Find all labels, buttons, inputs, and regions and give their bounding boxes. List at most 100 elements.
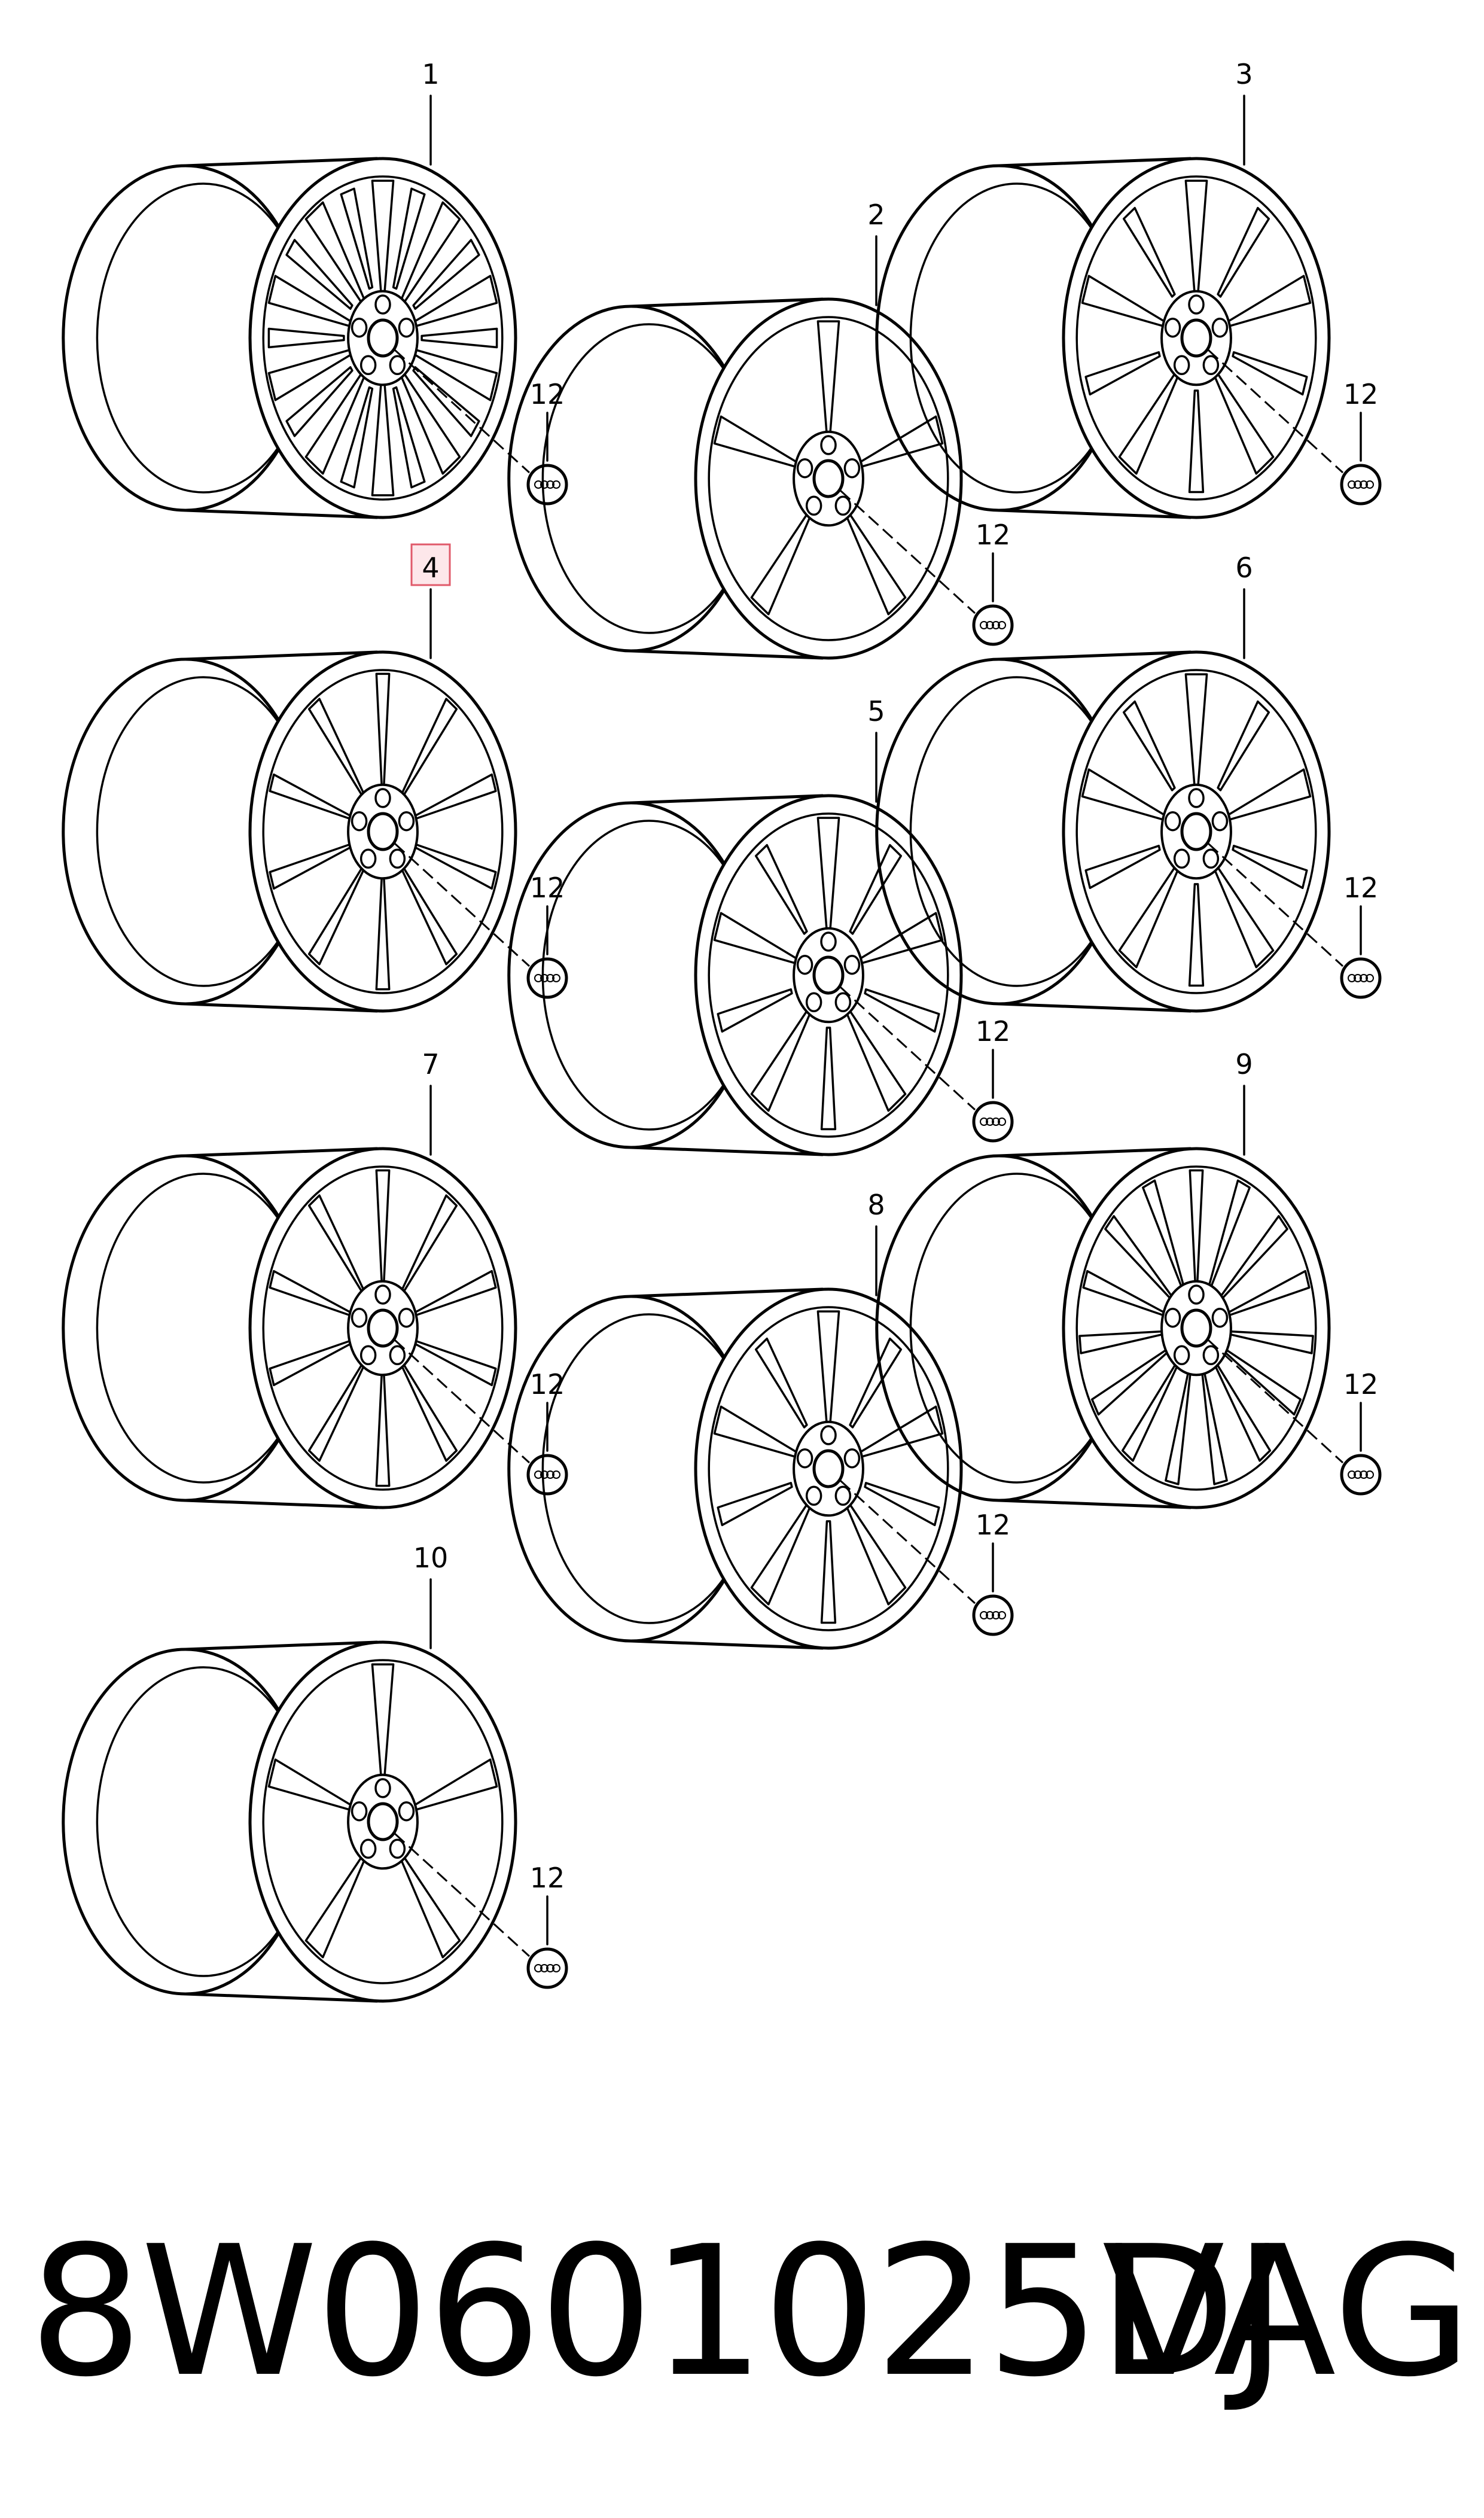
hub (347, 783, 419, 880)
lug-bolt (1164, 1307, 1181, 1328)
spoke-secondary (392, 386, 426, 489)
wheel-callout-label: 9 (1235, 1048, 1253, 1080)
rings-emblem-icon (552, 974, 560, 982)
lug-bolt (389, 848, 406, 869)
wheel-callout-label: 3 (1235, 58, 1253, 90)
lug-bolt (359, 355, 377, 376)
spoke-secondary (340, 386, 374, 489)
rings-emblem-icon (540, 1470, 548, 1479)
wheel-callout-label: 7 (422, 1048, 439, 1080)
rim-edge-top (997, 157, 1192, 168)
cap-callout-label: 12 (1343, 378, 1379, 410)
rim-edge-bottom (184, 1992, 379, 2003)
center-bore (1180, 812, 1212, 851)
cap-callout-label: 12 (976, 519, 1011, 551)
center-bore (1180, 318, 1212, 358)
lug-bolt (834, 495, 852, 516)
lug-bolt (805, 1485, 822, 1506)
spoke-secondary (849, 844, 903, 935)
wheel-callout-label: 5 (867, 695, 885, 727)
spoke-secondary (864, 988, 940, 1033)
lug-bolt (1211, 1307, 1229, 1328)
rim-edge-top (997, 650, 1192, 661)
rim-lip (708, 1306, 949, 1631)
cap-leader (394, 1832, 531, 1957)
lug-bolt (1211, 317, 1229, 338)
hub (793, 1420, 864, 1517)
rings-emblem-icon (540, 480, 548, 489)
spoke-secondary (420, 327, 498, 349)
rings-emblem-icon (998, 1118, 1006, 1126)
lug-bolt (1164, 317, 1181, 338)
rings-emblem-icon (986, 1118, 994, 1126)
wheel-1: 112 (62, 58, 568, 519)
hub (347, 1773, 419, 1870)
rim-edge-top (629, 297, 824, 308)
wheel-4: 412 (62, 543, 568, 1013)
rings-emblem-icon (552, 1470, 560, 1479)
rings-emblem-icon (992, 621, 1000, 629)
lug-bolt (843, 1448, 861, 1469)
lug-bolt (389, 1838, 406, 1859)
rim-edge-bottom (629, 649, 824, 660)
cap-leader (394, 349, 531, 474)
spoke-secondary (285, 239, 354, 310)
rim-lip (1075, 1165, 1317, 1491)
hub (347, 1280, 419, 1377)
lug-bolt (374, 294, 391, 315)
footer: 8W0601025DJ VAG (0, 2213, 1484, 2411)
spoke-secondary (1188, 883, 1205, 987)
rings-emblem-icon (546, 1470, 554, 1479)
rim-lip (1075, 175, 1317, 501)
rings-emblem-icon (1348, 1470, 1356, 1479)
rim-lip (1075, 669, 1317, 994)
lug-bolt (1202, 1345, 1220, 1366)
lug-bolt (1173, 848, 1190, 869)
center-bore (812, 1449, 845, 1488)
cap-leader (839, 1479, 976, 1604)
rings-emblem-icon (546, 974, 554, 982)
center-bore (367, 812, 399, 851)
lug-bolt (374, 788, 391, 808)
wheel-2: 212 (507, 199, 1014, 660)
spoke-secondary (285, 366, 354, 437)
center-bore (367, 1308, 399, 1348)
hub (1160, 1280, 1232, 1377)
spoke-secondary (1217, 206, 1270, 298)
rings-emblem-icon (1354, 974, 1362, 982)
part-number: 8W0601025DJ (29, 2208, 1287, 2416)
rim-edge-top (629, 794, 824, 805)
lug-bolt (398, 1307, 415, 1328)
rings-emblem-icon (1348, 480, 1356, 489)
brand-label: VAG (1102, 2208, 1472, 2416)
rings-emblem-icon (534, 1964, 543, 1972)
rings-emblem-icon (1360, 974, 1368, 982)
cap-callout-label: 12 (976, 1509, 1011, 1541)
rim-edge-top (629, 1287, 824, 1298)
lug-bolt (374, 1778, 391, 1798)
spoke-secondary (1232, 351, 1308, 396)
lug-bolt (805, 495, 822, 516)
rings-emblem-icon (552, 1964, 560, 1972)
wheel-7: 712 (62, 1048, 568, 1509)
lug-bolt (820, 931, 837, 952)
lug-bolt (359, 1345, 377, 1366)
lug-bolt (351, 1307, 368, 1328)
spoke-secondary (820, 1520, 837, 1624)
rim-edge-bottom (629, 1639, 824, 1650)
center-bore (367, 1802, 399, 1841)
lug-bolt (1202, 848, 1220, 869)
spoke-secondary (820, 1027, 837, 1131)
lug-bolt (796, 458, 813, 479)
rings-emblem-icon (980, 1118, 988, 1126)
lug-bolt (1173, 355, 1190, 376)
rings-emblem-icon (1366, 480, 1374, 489)
rim-edge-bottom (997, 1002, 1192, 1013)
cap-leader (1207, 842, 1344, 967)
rings-emblem-icon (980, 1611, 988, 1619)
lug-bolt (351, 317, 368, 338)
lug-bolt (398, 1801, 415, 1822)
spoke-secondary (1084, 845, 1161, 890)
